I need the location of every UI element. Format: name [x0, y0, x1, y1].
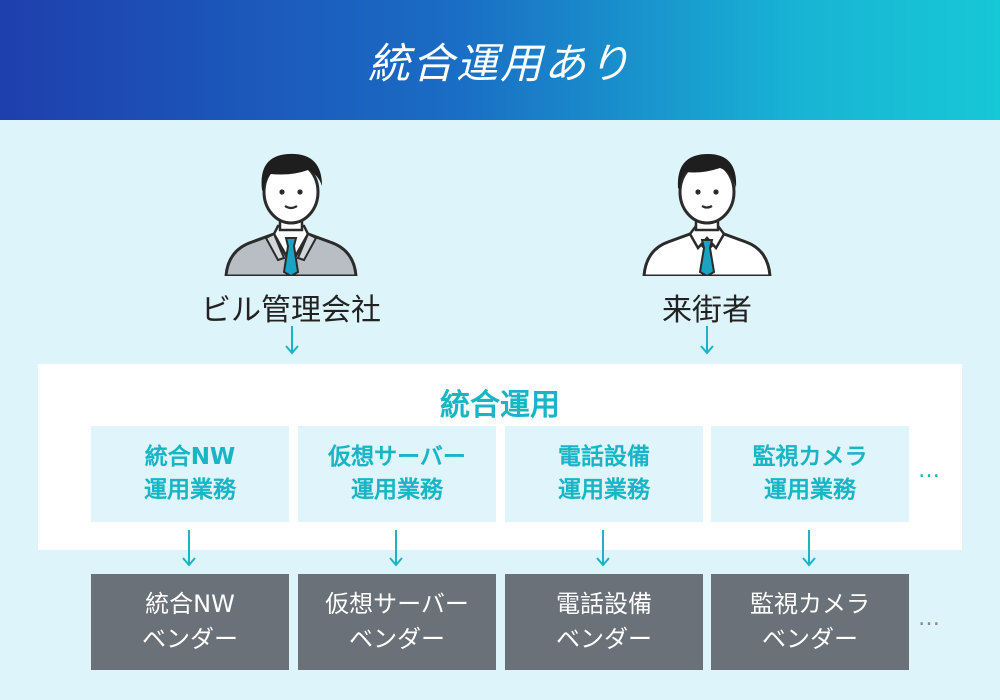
- task-line2: 運用業務: [764, 477, 856, 503]
- task-line1: 監視カメラ: [752, 443, 868, 470]
- vendor-line1: 電話設備: [556, 590, 652, 619]
- operations-title: 統合運用: [440, 388, 560, 423]
- businessman-suit-icon: [222, 146, 360, 276]
- arrow-down-icon: [181, 528, 197, 568]
- arrow-down-icon: [284, 324, 300, 356]
- page-title: 統合運用あり: [367, 38, 632, 88]
- vendor-line1: 監視カメラ: [750, 590, 870, 619]
- task-line1: 電話設備: [558, 443, 650, 470]
- vendor-network: 統合NW ベンダー: [91, 574, 289, 670]
- arrow-down-icon: [595, 528, 611, 568]
- task-line1: 統合NW: [144, 443, 236, 470]
- task-line2: 運用業務: [351, 477, 443, 503]
- task-virtual-server-ops: 仮想サーバー 運用業務: [298, 426, 496, 522]
- vendor-line1: 統合NW: [145, 590, 235, 619]
- vendor-line2: ベンダー: [762, 625, 858, 653]
- task-network-ops: 統合NW 運用業務: [91, 426, 289, 522]
- vendor-line2: ベンダー: [556, 625, 652, 653]
- more-vendors-ellipsis: …: [918, 606, 942, 631]
- vendor-phone: 電話設備 ベンダー: [505, 574, 703, 670]
- visitor-shirt-icon: [640, 146, 774, 276]
- vendor-line2: ベンダー: [142, 625, 238, 653]
- arrow-down-icon: [801, 528, 817, 568]
- header-banner: 統合運用あり: [0, 0, 1000, 120]
- task-phone-ops: 電話設備 運用業務: [505, 426, 703, 522]
- vendor-line2: ベンダー: [349, 625, 445, 653]
- vendor-line1: 仮想サーバー: [325, 590, 469, 619]
- visitor-label: 来街者: [662, 293, 752, 328]
- task-line1: 仮想サーバー: [328, 443, 466, 470]
- task-line2: 運用業務: [558, 477, 650, 503]
- arrow-down-icon: [388, 528, 404, 568]
- task-line2: 運用業務: [144, 477, 236, 503]
- vendor-camera: 監視カメラ ベンダー: [711, 574, 909, 670]
- building-management-label: ビル管理会社: [201, 293, 381, 328]
- arrow-down-icon: [699, 324, 715, 356]
- more-tasks-ellipsis: …: [918, 458, 942, 483]
- task-camera-ops: 監視カメラ 運用業務: [711, 426, 909, 522]
- integrated-operations-panel: 統合運用 統合NW 運用業務 仮想サーバー 運用業務 電話設備 運用業務 監視カ…: [38, 364, 962, 550]
- vendor-virtual-server: 仮想サーバー ベンダー: [298, 574, 496, 670]
